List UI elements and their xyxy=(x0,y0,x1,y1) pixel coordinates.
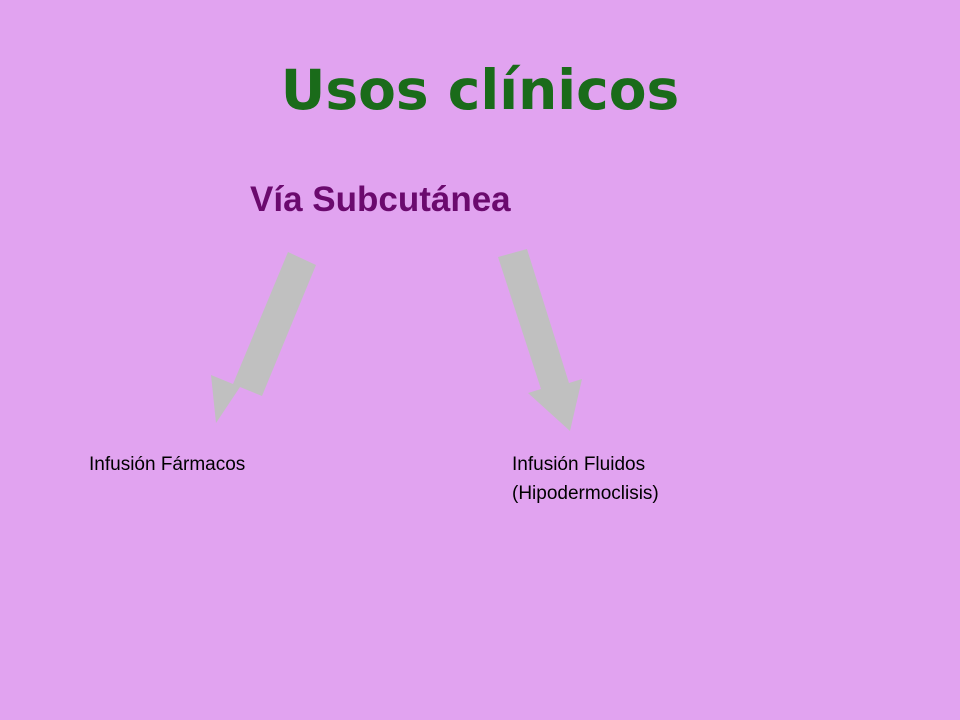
slide-title: Usos clínicos xyxy=(280,58,680,122)
branch-label-fluidos-line1: Infusión Fluidos xyxy=(512,454,646,475)
arrow-down-right-icon xyxy=(498,249,582,431)
branch-label-farmacos-text: Infusión Fármacos xyxy=(89,454,246,475)
arrow-down-left-icon xyxy=(211,252,316,423)
branch-label-farmacos: Infusión Fármacos xyxy=(89,450,245,479)
slide-subtitle: Vía Subcutánea xyxy=(250,180,511,219)
branch-label-fluidos: Infusión Fluidos (Hipodermoclisis) xyxy=(512,450,659,508)
branch-label-fluidos-line2: (Hipodermoclisis) xyxy=(512,483,659,504)
